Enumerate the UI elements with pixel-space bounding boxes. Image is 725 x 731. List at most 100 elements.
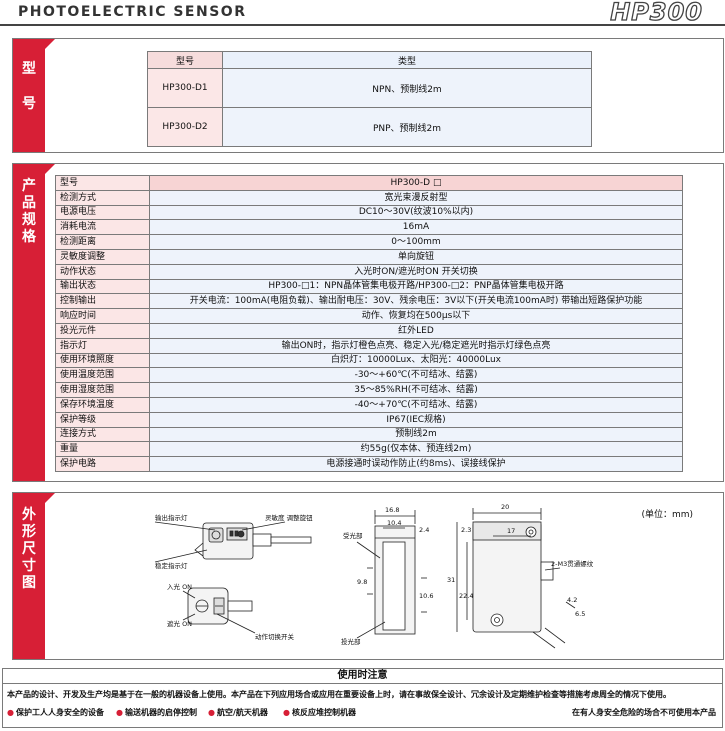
dims-section-tab: 外 形 尺 寸 图 [13, 493, 55, 659]
label-hole: 2-M3贯通螺纹 [551, 559, 594, 568]
spec-value: 入光时ON/遮光时ON 开关切换 [149, 263, 683, 280]
spec-key: 灵敏度调整 [55, 248, 150, 265]
usage-notes: 使用时注意 本产品的设计、开发及生产均是基于在一般的机器设备上使用。本产品在下列… [2, 668, 723, 728]
label-stable-led: 稳定指示灯 [155, 561, 188, 570]
table-row: HP300-D1 NPN、预制线2m [147, 68, 592, 108]
spec-value: HP300-□1：NPN晶体管集电极开路/HP300-□2：PNP晶体管集电极开… [149, 278, 683, 295]
type-cell-type: PNP、预制线2m [222, 107, 592, 147]
spec-key: 投光元件 [55, 322, 150, 339]
type-section: 型 号 型号 类型 HP300-D1 NPN、预制线2m HP300-D2 PN… [12, 38, 724, 153]
table-row: 使用温度范围-30～+60℃(不可结冰、结露) [55, 367, 683, 384]
spec-key: 保存环境温度 [55, 396, 150, 413]
spec-section-tab: 产 品 规 格 [13, 164, 55, 481]
spec-value: 电源接通时误动作防止(约8ms)、误接线保护 [149, 456, 683, 472]
dim-22-4: 22.4 [459, 592, 473, 600]
spec-key: 电源电压 [55, 204, 150, 221]
spec-value: 输出ON时，指示灯橙色点亮、稳定入光/稳定遮光时指示灯绿色点亮 [149, 337, 683, 354]
notes-warning: 在有人身安全危险的场合不可使用本产品 [572, 708, 716, 717]
type-cell-type: NPN、预制线2m [222, 68, 592, 108]
header-rule [0, 24, 725, 26]
spec-value: DC10～30V(纹波10%以内) [149, 204, 683, 221]
dim-9-8: 9.8 [357, 578, 367, 586]
label-output-led: 输出指示灯 [155, 513, 188, 522]
dims-section: 外 形 尺 寸 图 (单位：mm) [12, 492, 724, 660]
type-section-tab: 型 号 [13, 39, 55, 152]
type-cell-model: HP300-D2 [147, 107, 223, 147]
spec-key: 保护电路 [55, 456, 150, 472]
notes-bullet: 保护工人人身安全的设备 [7, 707, 104, 718]
dim-17: 17 [507, 527, 515, 535]
spec-key: 使用湿度范围 [55, 382, 150, 398]
spec-value: 宽光束漫反射型 [149, 189, 683, 206]
spec-value: 35～85%RH(不可结冰、结露) [149, 382, 683, 398]
spec-key: 输出状态 [55, 278, 150, 295]
dim-10-4: 10.4 [387, 519, 401, 527]
notes-title: 使用时注意 [3, 669, 722, 684]
spec-key: 连接方式 [55, 426, 150, 443]
spec-value: HP300-D □ [149, 175, 683, 191]
spec-key: 型号 [55, 175, 150, 191]
spec-key: 重量 [55, 441, 150, 458]
table-row: 检测方式宽光束漫反射型 [55, 189, 683, 206]
table-row: 投光元件红外LED [55, 322, 683, 339]
dim-4-2: 4.2 [567, 596, 577, 604]
notes-bullet: 输送机器的启停控制 [116, 707, 197, 718]
spec-value: -30～+60℃(不可结冰、结露) [149, 367, 683, 384]
table-row: 指示灯输出ON时，指示灯橙色点亮、稳定入光/稳定遮光时指示灯绿色点亮 [55, 337, 683, 354]
unit-label: (单位：mm) [641, 510, 693, 520]
dim-6-5: 6.5 [575, 610, 585, 618]
label-emitter: 投光部 [341, 637, 361, 646]
spec-key: 指示灯 [55, 337, 150, 354]
label-receiver: 受光部 [343, 531, 363, 540]
spec-value: 16mA [149, 219, 683, 236]
dim-31: 31 [447, 576, 455, 584]
model-title: HP300 [610, 0, 703, 27]
type-header-model: 型号 [147, 51, 223, 69]
sensor-front-view [456, 508, 576, 649]
dim-16-8: 16.8 [385, 506, 399, 514]
table-row: 使用环境照度白炽灯：10000Lux、太阳光：40000Lux [55, 352, 683, 369]
spec-key: 动作状态 [55, 263, 150, 280]
label-dark-on: 遮光 ON [167, 619, 192, 628]
notes-paragraph: 本产品的设计、开发及生产均是基于在一般的机器设备上使用。本产品在下列应用场合或应… [7, 690, 671, 699]
label-light-on: 入光 ON [167, 582, 192, 591]
spec-value: IP67(IEC规格) [149, 411, 683, 428]
type-cell-model: HP300-D1 [147, 68, 223, 108]
table-row: 保护电路电源接通时误动作防止(约8ms)、误接线保护 [55, 456, 683, 472]
page-header: PHOTOELECTRIC SENSOR HP300 [0, 0, 725, 28]
spec-key: 响应时间 [55, 308, 150, 324]
dimension-drawing: 输出指示灯 灵敏度 调整旋钮 稳定指示灯 入光 ON 遮光 ON 动作切换开关 … [154, 503, 594, 649]
spec-value: 动作、恢复均在500μs以下 [149, 308, 683, 324]
table-row: 连接方式预制线2m [55, 426, 683, 443]
spec-value: 预制线2m [149, 426, 683, 443]
table-row: 灵敏度调整单向旋钮 [55, 248, 683, 265]
spec-key: 检测方式 [55, 189, 150, 206]
spec-value: 开关电流：100mA(电阻负载)、输出耐电压：30V、残余电压：3V以下(开关电… [149, 293, 683, 310]
table-row: HP300-D2 PNP、预制线2m [147, 107, 592, 147]
table-row: 动作状态入光时ON/遮光时ON 开关切换 [55, 263, 683, 280]
spec-key: 消耗电流 [55, 219, 150, 236]
label-mode-switch: 动作切换开关 [255, 632, 295, 641]
switch-view [182, 587, 256, 634]
spec-value: 白炽灯：10000Lux、太阳光：40000Lux [149, 352, 683, 369]
spec-key: 检测距离 [55, 234, 150, 250]
spec-value: 0～100mm [149, 234, 683, 250]
notes-bullet: 航空/航天机器 [208, 707, 268, 718]
spec-value: -40～+70℃(不可结冰、结露) [149, 396, 683, 413]
spec-key: 使用温度范围 [55, 367, 150, 384]
table-row: 控制输出开关电流：100mA(电阻负载)、输出耐电压：30V、残余电压：3V以下… [55, 293, 683, 310]
type-header-type: 类型 [222, 51, 592, 69]
dim-10-6: 10.6 [419, 592, 433, 600]
spec-value: 约55g(仅本体、预连线2m) [149, 441, 683, 458]
spec-key: 控制输出 [55, 293, 150, 310]
sensor-top-view [154, 521, 312, 563]
spec-key: 使用环境照度 [55, 352, 150, 369]
